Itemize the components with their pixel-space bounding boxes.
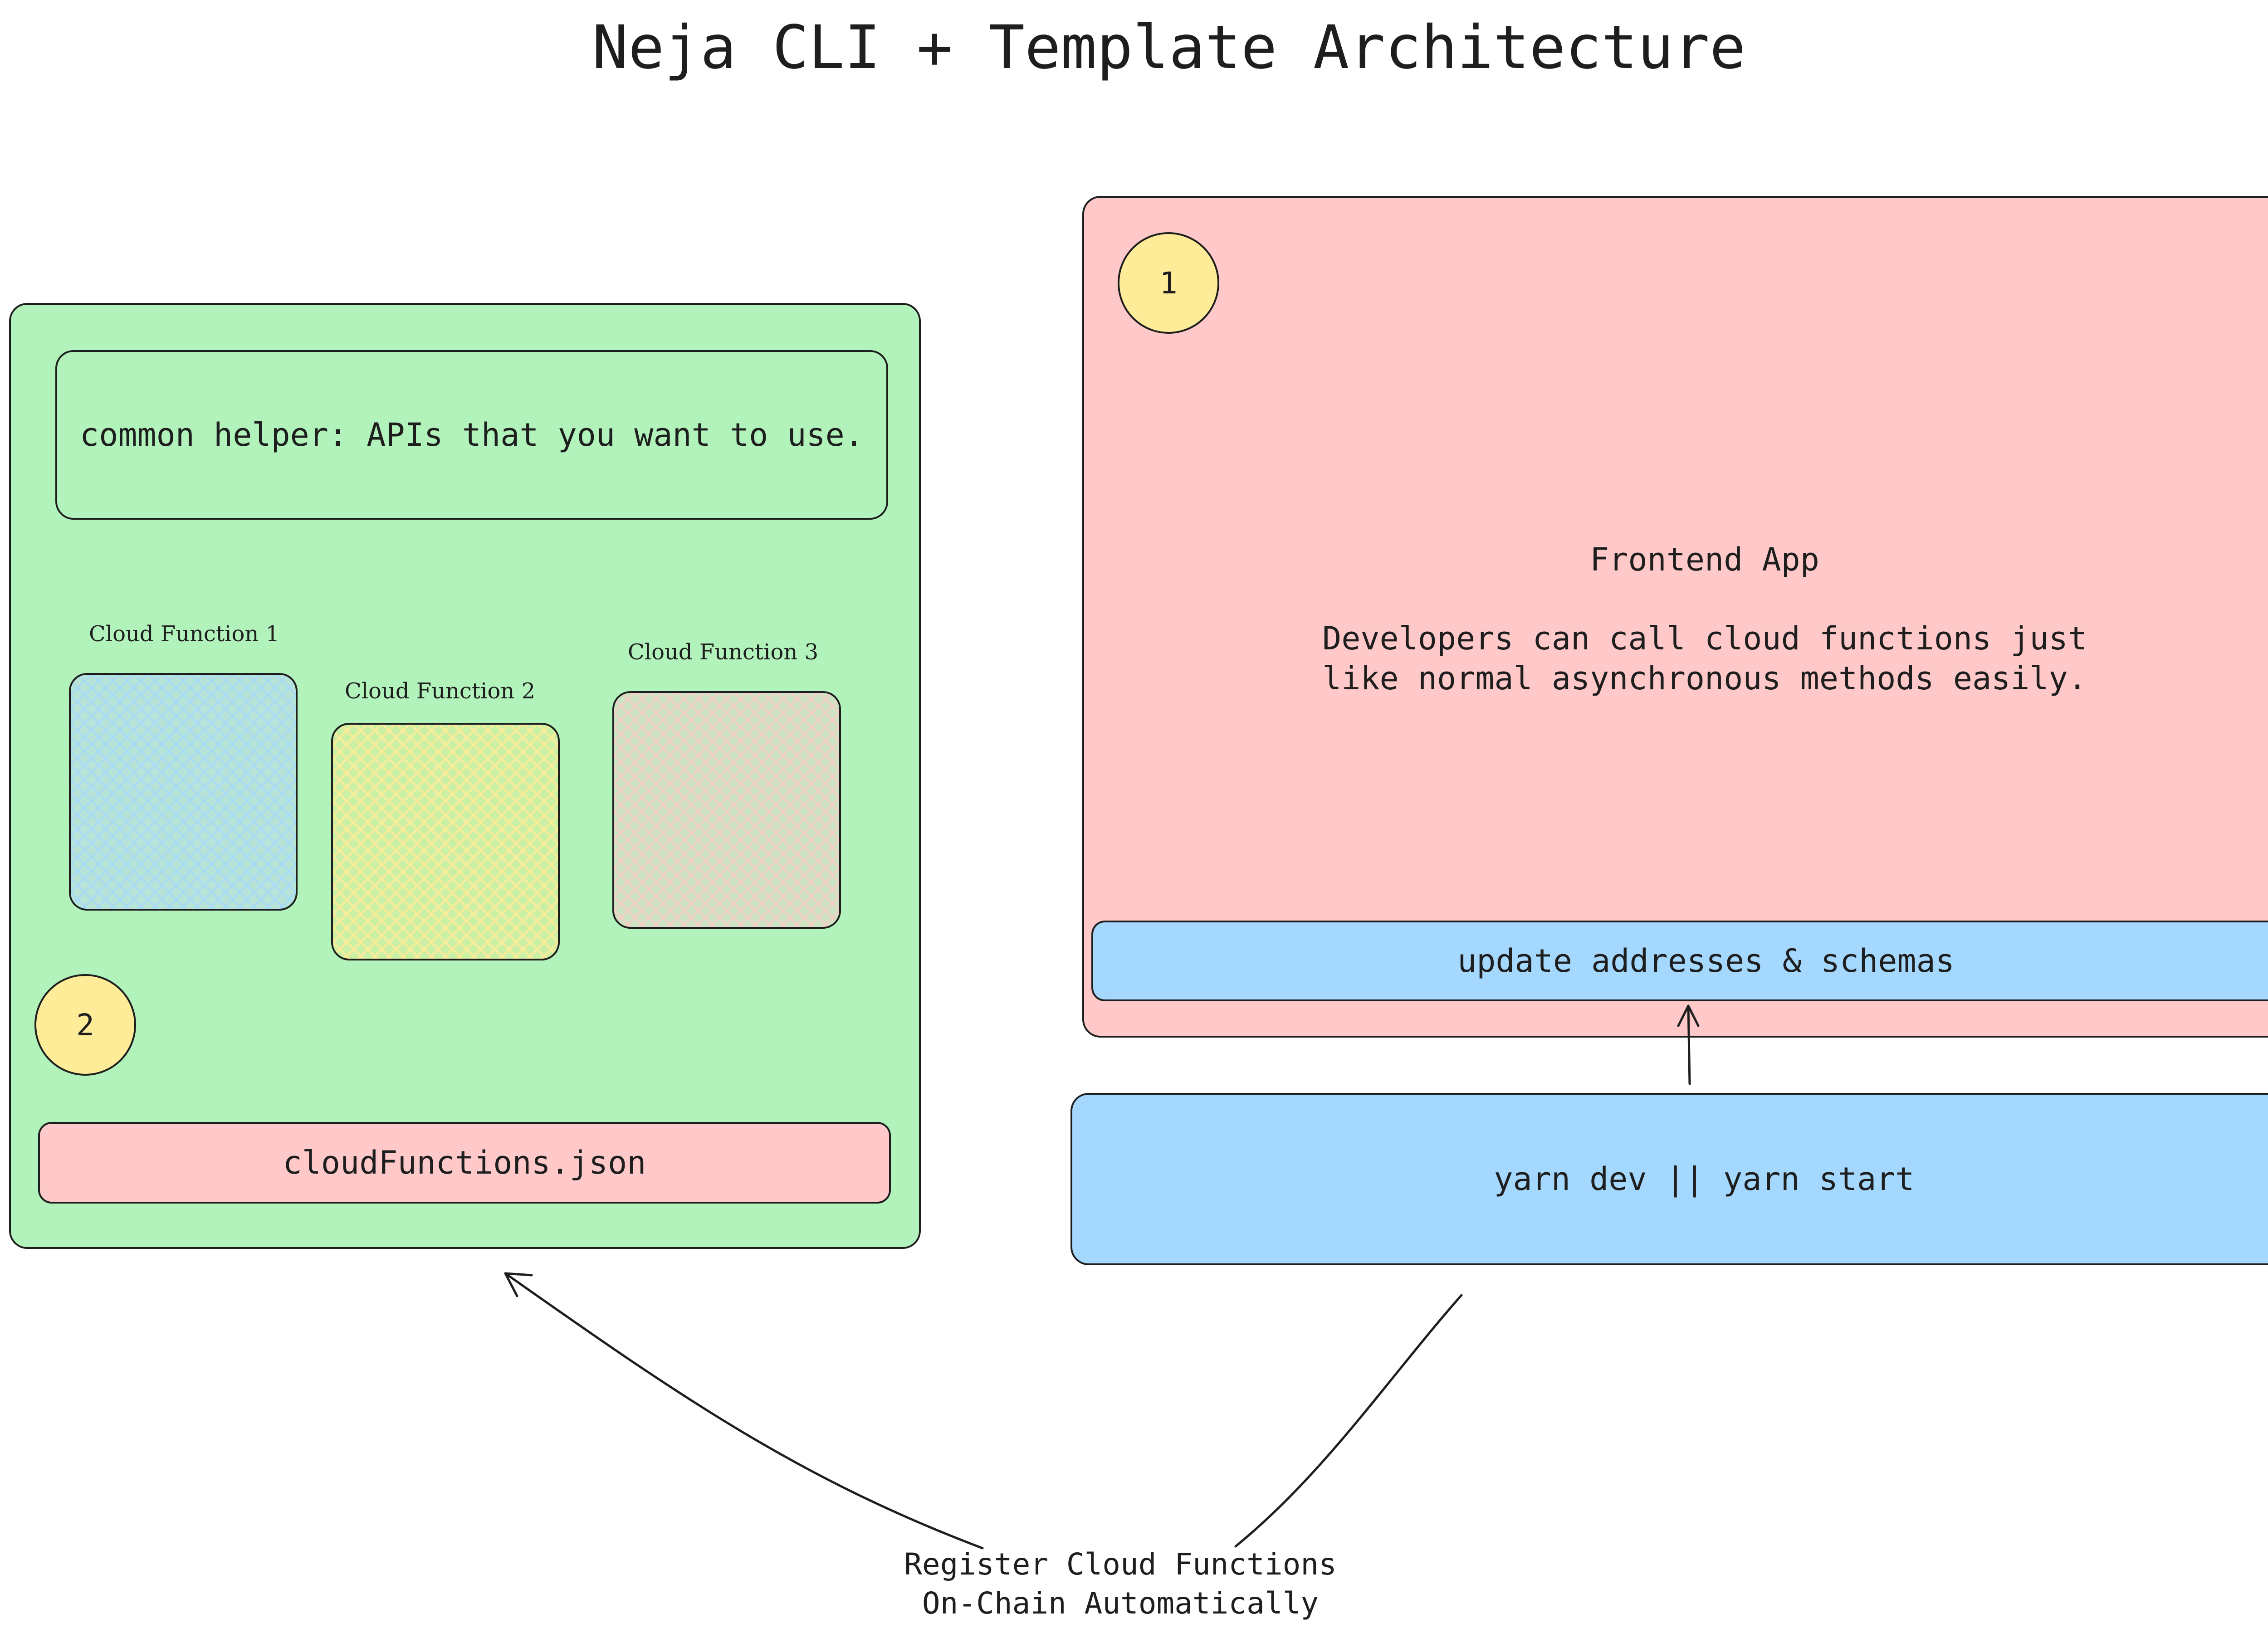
step-2-badge: 2 [34, 974, 136, 1076]
frontend-app-description: Developers can call cloud functions just… [1322, 620, 2087, 697]
yarn-command-box: yarn dev || yarn start [1070, 1093, 2268, 1265]
cloud-function-2-box [331, 723, 560, 960]
arrowhead-register-to-config [504, 1272, 533, 1297]
diagram-title: Neja CLI + Template Architecture [592, 13, 1746, 83]
frontend-app-panel [1082, 196, 2268, 1038]
cloud-function-1-box [69, 673, 298, 911]
register-cloud-functions-label: Register Cloud Functions On-Chain Automa… [904, 1547, 1337, 1621]
common-helper-label: common helper: APIs that you want to use… [80, 416, 864, 453]
cloud-function-2-label: Cloud Function 2 [345, 678, 536, 704]
common-helper-box: common helper: APIs that you want to use… [55, 350, 888, 520]
cloud-function-1-label: Cloud Function 1 [89, 621, 280, 647]
step-1-number: 1 [1159, 265, 1178, 301]
cloud-functions-json-label: cloudFunctions.json [283, 1144, 646, 1181]
connector-command-to-register [1234, 1294, 1463, 1548]
yarn-command-label: yarn dev || yarn start [1494, 1160, 1915, 1198]
step-1-badge: 1 [1118, 232, 1219, 334]
cloud-function-3-box [612, 691, 841, 929]
update-addresses-label: update addresses & schemas [1457, 942, 1955, 980]
update-addresses-box: update addresses & schemas [1091, 921, 2268, 1001]
step-2-number: 2 [76, 1007, 94, 1043]
cloud-functions-json-box: cloudFunctions.json [38, 1122, 891, 1204]
frontend-app-title: Frontend App [1590, 541, 1819, 578]
cloud-function-3-label: Cloud Function 3 [628, 639, 819, 665]
arrow-register-to-config [504, 1272, 984, 1550]
